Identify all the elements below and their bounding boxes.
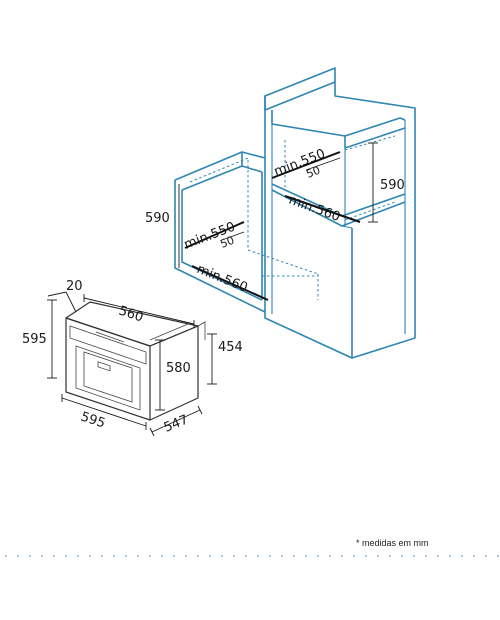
label-side-gap: 50 (218, 234, 236, 251)
label-oven-body-height: 580 (166, 361, 191, 376)
label-oven-top-gap: 20 (66, 279, 83, 294)
label-oven-height: 595 (22, 332, 47, 347)
side-dimension-lines (178, 184, 269, 301)
label-side-height: 590 (145, 211, 170, 226)
label-oven-side-height: 454 (218, 340, 243, 355)
side-cabinet (174, 151, 319, 313)
label-column-gap: 50 (304, 164, 322, 181)
column-dimension-lines (271, 142, 378, 223)
oven-dimension-lines (47, 291, 217, 437)
label-oven-depth: 547 (162, 413, 191, 436)
label-column-height: 590 (380, 178, 405, 193)
dotted-divider (0, 554, 500, 558)
label-oven-width: 595 (79, 410, 107, 432)
label-oven-top-width: 560 (117, 304, 145, 326)
units-note: * medidas em mm (356, 538, 429, 548)
oven (65, 301, 206, 421)
label-column-min-depth: min.560 (287, 193, 342, 225)
